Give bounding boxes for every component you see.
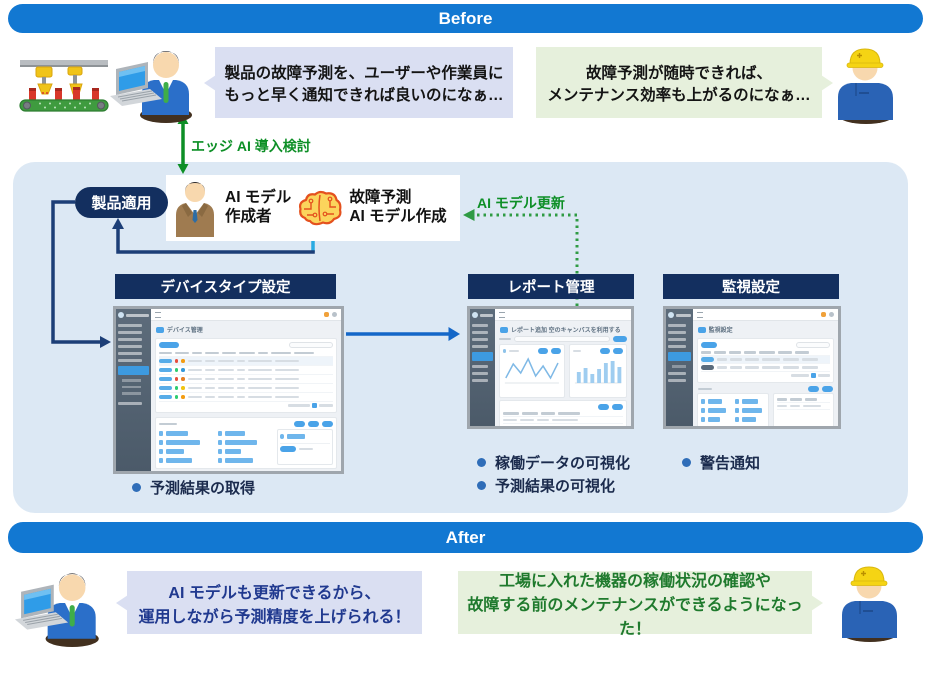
panel-header-device-type: デバイスタイプ設定	[115, 274, 336, 299]
before-banner-label: Before	[438, 8, 493, 28]
panel-title: デバイスタイプ設定	[160, 280, 291, 296]
bubble-tail	[116, 594, 128, 611]
monitoring-table-card	[696, 338, 834, 383]
ai-model-creator-box: AI モデル 作成者 故障予測 AI モデル作成	[166, 175, 460, 241]
monitoring-summary-card	[772, 393, 834, 426]
bullet-operation-data: 稼働データの可視化	[477, 452, 630, 473]
after-banner-label: After	[445, 527, 486, 547]
product-apply-label: 製品適用	[91, 195, 152, 212]
before-worker-speech-bubble: 故障予測が随時できれば、 メンテナンス効率も上がるのになぁ…	[536, 47, 833, 118]
bullet-dot	[132, 483, 141, 492]
bar-chart	[574, 361, 622, 384]
bullet-dot	[682, 458, 691, 467]
panel-header-monitoring: 監視設定	[663, 274, 839, 299]
before-user-speech-text: 製品の故障予測を、ユーザーや作業員に もっと早く通知できれば良いのになぁ…	[224, 64, 504, 104]
ai-brain-icon	[299, 190, 342, 226]
bullet-alert-notification: 警告通知	[682, 452, 760, 473]
helmet-icon	[846, 48, 884, 68]
bubble-tail	[811, 594, 823, 611]
monitor-icon	[697, 326, 706, 333]
factory-machine-illustration	[18, 56, 110, 118]
chart-icon	[499, 326, 508, 333]
line-chart	[504, 357, 559, 384]
thumb-page-title: 監視設定	[708, 328, 733, 334]
before-banner: Before	[8, 4, 923, 33]
bullet-dot	[477, 458, 486, 467]
product-apply-pill: 製品適用	[75, 187, 168, 218]
user-with-laptop-avatar	[110, 51, 192, 123]
laptop-icon	[14, 584, 69, 630]
report-management-screenshot: レポート追加 空のキャンバスを利用する	[467, 306, 634, 429]
worker-avatar	[838, 48, 893, 124]
worker-avatar	[842, 566, 897, 642]
user-with-laptop-avatar	[14, 573, 99, 647]
edge-ai-label: エッジ AI 導入検討	[191, 138, 311, 154]
before-worker-speech-text: 故障予測が随時できれば、 メンテナンス効率も上がるのになぁ…	[547, 64, 811, 104]
bullet-prediction-visualization: 予測結果の可視化	[477, 475, 615, 496]
bullet-label: 稼働データの可視化	[495, 455, 631, 472]
after-user-speech-bubble: AI モデルも更新できるから、 運用しながら予測精度を上げられる！	[116, 571, 422, 634]
helmet-icon	[850, 566, 888, 586]
before-user-speech-bubble: 製品の故障予測を、ユーザーや作業員に もっと早く通知できれば良いのになぁ…	[204, 47, 513, 118]
after-worker-speech-text: 工場に入れた機器の稼働状況の確認や 故障する前のメンテナンスができるようになった…	[467, 572, 803, 638]
bullet-label: 予測結果の取得	[150, 480, 256, 497]
panel-title: レポート管理	[507, 280, 595, 296]
ai-creator-avatar	[176, 182, 214, 237]
line-chart-card	[498, 344, 565, 398]
bullet-dot	[477, 481, 486, 490]
thumb-page-title: デバイス管理	[166, 328, 203, 334]
thumb-sidebar	[116, 309, 151, 471]
bullet-prediction-results: 予測結果の取得	[132, 477, 255, 498]
bubble-tail	[821, 74, 833, 91]
cloud-icon	[155, 326, 164, 333]
report-table-card	[498, 400, 627, 426]
bar-chart-card	[568, 344, 627, 398]
bubble-tail	[204, 74, 216, 91]
after-worker-speech-bubble: 工場に入れた機器の稼働状況の確認や 故障する前のメンテナンスができるようになった…	[458, 571, 823, 638]
failure-prediction-model-label: 故障予測 AI モデル作成	[349, 189, 447, 225]
device-table-card	[154, 338, 337, 413]
device-detail-card	[154, 417, 337, 469]
laptop-icon	[110, 62, 162, 106]
panel-title: 監視設定	[722, 280, 780, 296]
thumb-page-title: レポート追加 空のキャンバスを利用する	[510, 328, 621, 334]
device-settings-screenshot: デバイス管理	[113, 306, 344, 474]
red-parts	[29, 87, 99, 100]
monitoring-settings-screenshot: 監視設定	[663, 306, 841, 429]
after-banner: After	[8, 522, 923, 553]
thumb-sidebar	[470, 309, 495, 426]
monitoring-items-card	[696, 393, 769, 426]
thumb-sidebar	[666, 309, 693, 426]
bullet-label: 予測結果の可視化	[495, 478, 616, 495]
bullet-label: 警告通知	[700, 455, 761, 472]
after-user-speech-text: AI モデルも更新できるから、 運用しながら予測精度を上げられる！	[138, 584, 411, 626]
panel-header-report: レポート管理	[468, 274, 634, 299]
ai-model-creator-label: AI モデル 作成者	[225, 189, 292, 225]
ai-model-update-label: AI モデル更新	[477, 195, 565, 211]
